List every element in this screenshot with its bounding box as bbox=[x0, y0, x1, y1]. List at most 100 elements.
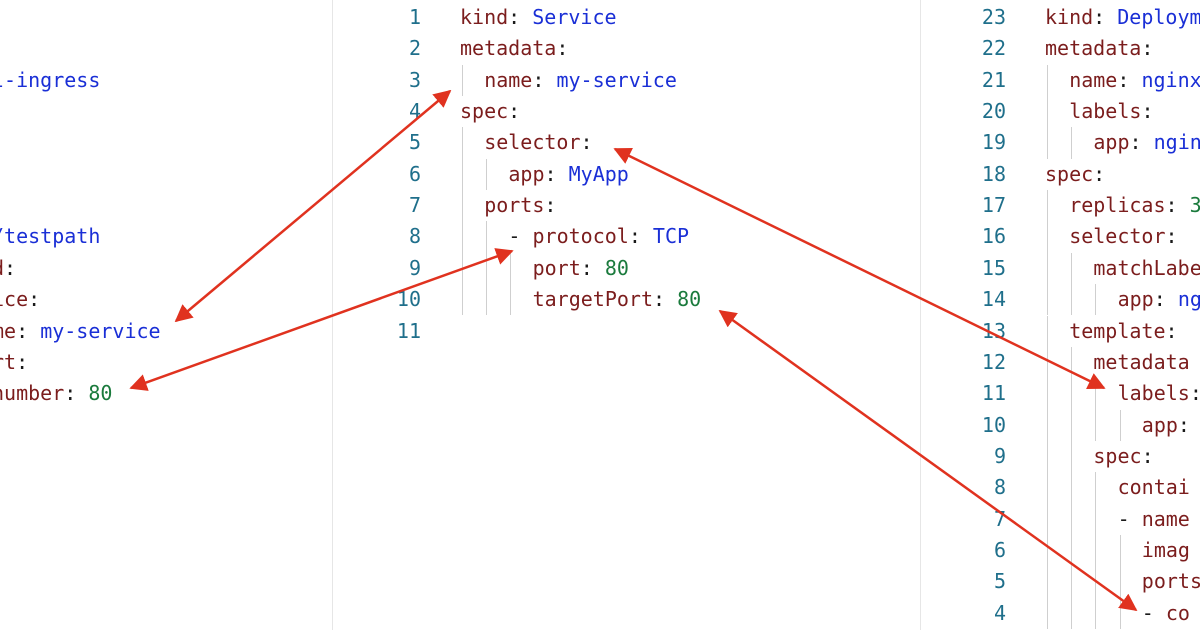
code-line: 4- co bbox=[939, 597, 1200, 629]
indent-guide bbox=[1095, 409, 1097, 441]
code-token: matchLabe bbox=[1093, 255, 1200, 280]
indent-guide bbox=[1047, 284, 1048, 316]
indent-guide bbox=[462, 284, 463, 316]
pane-divider bbox=[332, 0, 333, 630]
line-number: 23 bbox=[981, 5, 1006, 29]
code-token: MyApp bbox=[568, 161, 629, 186]
code-token: : bbox=[1141, 36, 1154, 61]
code-token: ports bbox=[1141, 569, 1200, 594]
indent-guide bbox=[1095, 534, 1097, 567]
code-token: app bbox=[1141, 412, 1178, 437]
code-text: ice: bbox=[0, 284, 40, 315]
indent-guide bbox=[462, 158, 463, 191]
indent-guide bbox=[510, 252, 512, 285]
indent-guide bbox=[1071, 440, 1073, 473]
indent-guide bbox=[1047, 409, 1048, 441]
left-code-pane: l-ingress/testpathd:ice:me: my-servicert… bbox=[0, 0, 332, 630]
indent-guide bbox=[1047, 472, 1048, 504]
code-token: rt bbox=[0, 349, 17, 374]
indent-guide bbox=[1119, 566, 1121, 598]
code-token: : bbox=[28, 287, 41, 312]
code-token: ng bbox=[1177, 287, 1200, 312]
code-token: Deploym bbox=[1117, 5, 1200, 29]
code-token: : bbox=[4, 255, 17, 280]
indent-guide bbox=[1095, 284, 1097, 316]
line-number: 1 bbox=[408, 5, 421, 29]
code-token: : bbox=[16, 349, 29, 374]
line-number: 22 bbox=[981, 36, 1006, 61]
line-number: 2 bbox=[408, 36, 421, 61]
code-token: : bbox=[532, 67, 557, 92]
code-token: : bbox=[1165, 193, 1190, 218]
code-text: contai bbox=[1118, 472, 1190, 503]
indent-guide bbox=[1071, 378, 1073, 410]
code-token: : bbox=[653, 287, 678, 312]
code-token: : bbox=[64, 381, 89, 406]
code-text: rt: bbox=[0, 347, 28, 378]
code-token: port bbox=[532, 255, 581, 280]
code-line: 7- name bbox=[939, 503, 1200, 535]
indent-guide bbox=[1047, 315, 1048, 347]
code-token: : bbox=[580, 130, 593, 155]
code-token: selector bbox=[1069, 224, 1166, 249]
indent-guide bbox=[1071, 566, 1073, 598]
line-number: 11 bbox=[981, 381, 1006, 406]
indent-guide bbox=[462, 127, 463, 159]
code-text: app: ngin bbox=[1093, 127, 1200, 158]
code-token: name bbox=[484, 67, 533, 92]
code-token: co bbox=[1165, 600, 1190, 625]
code-text: me: my-service bbox=[0, 316, 161, 347]
code-token: kind bbox=[460, 5, 509, 29]
code-token: : bbox=[580, 255, 605, 280]
code-token: labels bbox=[1069, 99, 1142, 124]
indent-guide bbox=[1047, 64, 1048, 97]
code-token: ports bbox=[484, 193, 545, 218]
indent-guide bbox=[1071, 409, 1073, 441]
line-number: 19 bbox=[981, 130, 1006, 155]
code-line: me: my-service bbox=[0, 316, 332, 347]
code-token: name bbox=[1069, 67, 1118, 92]
line-number: 10 bbox=[981, 412, 1006, 437]
code-token: 3 bbox=[1189, 193, 1200, 218]
line-number: 3 bbox=[408, 67, 421, 92]
code-line: 22 metadata: bbox=[939, 33, 1200, 64]
code-text: metadata bbox=[1093, 347, 1189, 378]
code-token: 80 bbox=[88, 381, 113, 406]
indent-guide bbox=[1095, 378, 1097, 410]
code-token: : bbox=[1153, 287, 1178, 312]
code-token: metadata bbox=[1093, 349, 1190, 374]
indent-guide bbox=[510, 284, 512, 316]
code-token: metadata bbox=[1045, 36, 1142, 61]
code-token: - bbox=[1141, 600, 1166, 625]
code-text: matchLabe bbox=[1093, 253, 1200, 284]
line-number: 14 bbox=[981, 287, 1006, 312]
code-token: number bbox=[0, 381, 65, 406]
line-number: 13 bbox=[981, 318, 1006, 343]
code-token: : bbox=[544, 193, 557, 218]
indent-guide bbox=[462, 190, 463, 222]
code-token: d bbox=[0, 256, 4, 280]
code-text: - co bbox=[1142, 598, 1190, 629]
code-token: contai bbox=[1117, 475, 1190, 500]
code-token: : bbox=[1165, 224, 1178, 249]
line-number: 9 bbox=[993, 443, 1006, 468]
pane-divider bbox=[920, 0, 921, 630]
line-number: 10 bbox=[396, 287, 421, 312]
line-number: 17 bbox=[981, 193, 1006, 218]
code-token: - bbox=[508, 224, 533, 249]
code-token: app bbox=[508, 161, 545, 186]
indent-guide bbox=[1071, 284, 1073, 316]
code-text: - name bbox=[1118, 504, 1190, 535]
